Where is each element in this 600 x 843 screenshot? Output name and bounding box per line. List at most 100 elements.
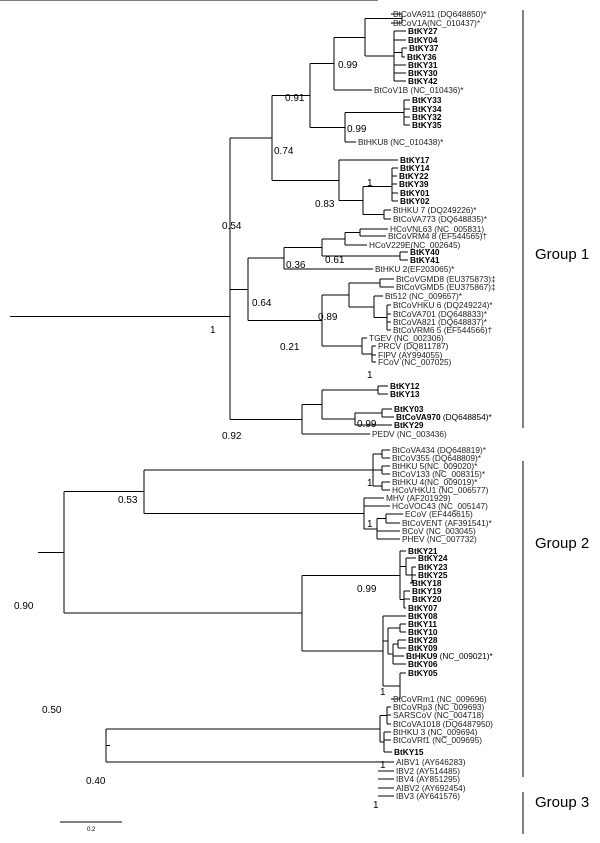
leaf-label: IBV2 (AY514485) [396, 766, 460, 776]
leaf-label: BtKY25 [418, 570, 448, 580]
leaf-label: BtCoVGMD8 (EU375873)‡ [396, 274, 496, 284]
leaf-label: BtCoVRM4 8 (EF544565)† [388, 231, 488, 241]
leaf-label: BtKY20 [412, 594, 442, 604]
leaf-label: IBV4 (AY851295) [396, 774, 460, 784]
leaf-label: BtCoVA970 (DQ648854)* [396, 412, 493, 422]
leaf-label: BtHKU 2(EF203065)* [375, 264, 455, 274]
support-value: 0.90 [14, 601, 34, 612]
support-value: 0.99 [347, 124, 367, 135]
support-value: 0.91 [285, 93, 305, 104]
support-value: 0.99 [357, 584, 377, 595]
support-values: 0.99 0.91 0.99 0.74 1 0.83 0.54 0.36 0.6… [14, 60, 386, 811]
leaf-label: BtKY22 [399, 171, 429, 181]
leaf-label: BtCoVRp3 (NC_009693) [393, 702, 485, 712]
leaf-label: BtKY09 [408, 643, 438, 653]
leaf-label: BtKY14 [400, 163, 430, 173]
leaf-label: HCoVHKU1 (NC_006577) [392, 485, 489, 495]
leaf-label: BtKY32 [412, 112, 442, 122]
leaf-label: BCoV (NC_003045) [402, 526, 476, 536]
leaf-label: BtKY27 [408, 26, 438, 36]
leaf-label: PHEV (NC_007732) [402, 534, 477, 544]
leaf-label: BtKY17 [400, 155, 430, 165]
leaf-label: BtCoV1B (NC_010436)* [374, 85, 464, 95]
leaf-label: BtCoVA773 (DQ648835)* [393, 214, 488, 224]
leaf-label: FIPV (AY994055) [378, 350, 443, 360]
leaf-label: BtKY40 [410, 247, 440, 257]
support-value: 1 [373, 800, 379, 811]
leaf-label: BtKY05 [408, 668, 438, 678]
leaf-label: BtKY30 [408, 68, 438, 78]
leaf-label: BtKY42 [408, 76, 438, 86]
support-value: 1 [367, 370, 373, 381]
leaf-label: BtCoVA701 (DQ648833)* [393, 309, 488, 319]
support-value: 0.40 [86, 776, 106, 787]
leaf-label: BtKY37 [409, 43, 439, 53]
leaf-label: BtCoVA434 (DQ648819)* [392, 445, 487, 455]
leaf-label: BtCoV355 (DQ648809)* [392, 453, 482, 463]
leaf-label: BtKY28 [408, 635, 438, 645]
leaf-label: BtCoVGMD5 (EU375867)‡ [396, 282, 496, 292]
leaf-label: BtKY10 [408, 627, 438, 637]
leaf-label: BtHKU 3 (NC_009694) [393, 727, 478, 737]
leaf-label: AIBV2 (AY692454) [396, 783, 466, 793]
leaf-label: BtKY39 [399, 179, 429, 189]
scale-bar-label: 0.2 [87, 827, 96, 833]
leaf-label: BtKY12 [390, 381, 420, 391]
support-value: 0.50 [42, 705, 62, 716]
leaf-label: BtHKU9 (NC_009021)* [406, 651, 493, 661]
leaf-label: BtCoVA821 (DQ648837)* [393, 317, 488, 327]
leaf-label: BtHKU 5(NC_009020)* [392, 461, 478, 471]
leaf-label: AIBV1 (AY646283) [396, 757, 466, 767]
group-2-label: Group 2 [535, 535, 589, 552]
leaf-label: BtKY08 [408, 611, 438, 621]
leaf-label: BtKY19 [412, 586, 442, 596]
support-value: 1 [367, 478, 373, 489]
leaf-label: BtKY11 [408, 619, 437, 629]
leaf-label: BtKY34 [412, 104, 442, 114]
leaf-label: BtCoV1A(NC_010437)* [393, 18, 481, 28]
leaf-label: PRCV (DQ811787) [378, 341, 449, 351]
leaf-label: BtCoVRm1 (NC_009696) [393, 694, 487, 704]
leaf-label: BtKY06 [408, 659, 438, 669]
leaf-label: HCoVOC43 (NC_005147) [392, 501, 488, 511]
leaf-label: TGEV (NC_002306) [369, 333, 444, 343]
leaf-label: ECoV (EF446615) [405, 509, 473, 519]
leaf-label: BtKY07 [408, 603, 438, 613]
leaf-label: BtKY24 [418, 553, 448, 563]
tree-branches [0, 0, 416, 797]
leaf-label: BtHKU 4(NC_009019)* [392, 477, 478, 487]
support-value: 0.36 [286, 260, 306, 271]
support-value: 0.89 [318, 312, 338, 323]
leaf-label: BtKY13 [390, 389, 420, 399]
leaf-label: PEDV (NC_003436) [372, 429, 447, 439]
support-value: 0.54 [222, 221, 242, 232]
support-value: 0.61 [325, 255, 345, 266]
support-value: 1 [367, 178, 373, 189]
leaf-label: BtKY35 [412, 120, 442, 130]
leaf-label: MHV (AF201929) [386, 493, 451, 503]
support-value: 0.83 [315, 199, 335, 210]
support-value: 1 [380, 760, 386, 771]
leaf-label: BtKY02 [400, 196, 430, 206]
leaf-label: BtCoVRf1 (NC_009695) [393, 735, 482, 745]
support-value: 0.92 [222, 431, 242, 442]
leaf-label: BtCoVENT (AF391541)* [402, 518, 493, 528]
group-1-label: Group 1 [535, 246, 589, 263]
leaf-label: HCoV229E(NC_002645) [369, 240, 461, 250]
support-value: 1 [380, 687, 386, 698]
leaf-label: BtKY33 [412, 95, 442, 105]
leaf-label: BtKY41 [410, 255, 440, 265]
leaf-label: BtKY18 [412, 578, 442, 588]
scale-bar: 0.2 [60, 821, 122, 833]
support-value: 0.53 [118, 495, 138, 506]
leaf-label: BtKY31 [408, 60, 438, 70]
support-value: 0.64 [252, 298, 272, 309]
leaf-label: BtKY04 [408, 35, 438, 45]
leaf-label: BtHKU8 (NC_010438)* [358, 137, 444, 147]
leaf-label: BtKY21 [408, 546, 438, 556]
leaf-label: BtCoVHKU 6 (DQ249224)* [393, 300, 493, 310]
leaf-label: BtCoV133 (NC_008315)* [392, 469, 486, 479]
support-value: 0.99 [357, 419, 377, 430]
leaf-label: BtCoVRM6 5 (EF544566)† [393, 325, 493, 335]
